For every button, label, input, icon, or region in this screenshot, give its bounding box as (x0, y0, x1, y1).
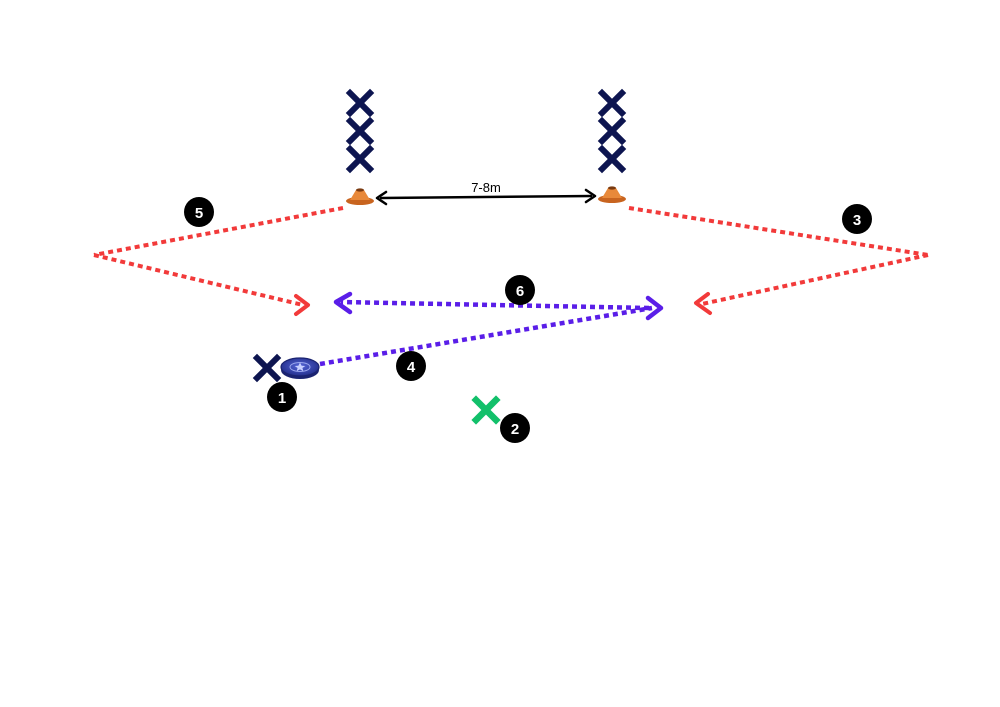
left-run-path (93, 206, 344, 316)
step-marker-6: 6 (505, 275, 535, 305)
thrower (252, 353, 320, 383)
distance-measure: 7-8m (375, 180, 597, 206)
arrowhead-icon (375, 190, 388, 206)
svg-text:6: 6 (516, 283, 524, 300)
pass-4 (319, 305, 653, 367)
player-x-icon (345, 88, 375, 118)
disc-icon (280, 357, 320, 379)
svg-text:3: 3 (853, 212, 861, 229)
pass-paths (319, 291, 664, 367)
arrowhead-icon (694, 292, 712, 315)
cone-icon (598, 186, 626, 203)
arrowhead-icon (645, 295, 664, 321)
right-line-players (597, 88, 627, 174)
arrowhead-icon (584, 188, 597, 204)
svg-text:2: 2 (511, 421, 519, 438)
step-marker-2: 2 (500, 413, 530, 443)
svg-text:4: 4 (407, 359, 416, 376)
player-x-icon (597, 116, 627, 146)
arrowhead-icon (333, 291, 353, 315)
pass-6 (340, 299, 650, 311)
svg-text:5: 5 (195, 205, 203, 222)
arrowhead-icon (294, 294, 310, 316)
player-x-icon (345, 116, 375, 146)
defender-x-icon (471, 395, 501, 425)
left-line-players (345, 88, 375, 174)
step-marker-3: 3 (842, 204, 872, 234)
player-x-icon (597, 144, 627, 174)
distance-label: 7-8m (471, 180, 501, 195)
player-x-icon (345, 144, 375, 174)
right-run-path (628, 206, 929, 315)
player-x-icon (252, 353, 282, 383)
step-marker-4: 4 (396, 351, 426, 381)
step-marker-1: 1 (267, 382, 297, 412)
step-marker-5: 5 (184, 197, 214, 227)
svg-text:1: 1 (278, 390, 286, 407)
player-x-icon (597, 88, 627, 118)
cone-icon (346, 188, 374, 205)
